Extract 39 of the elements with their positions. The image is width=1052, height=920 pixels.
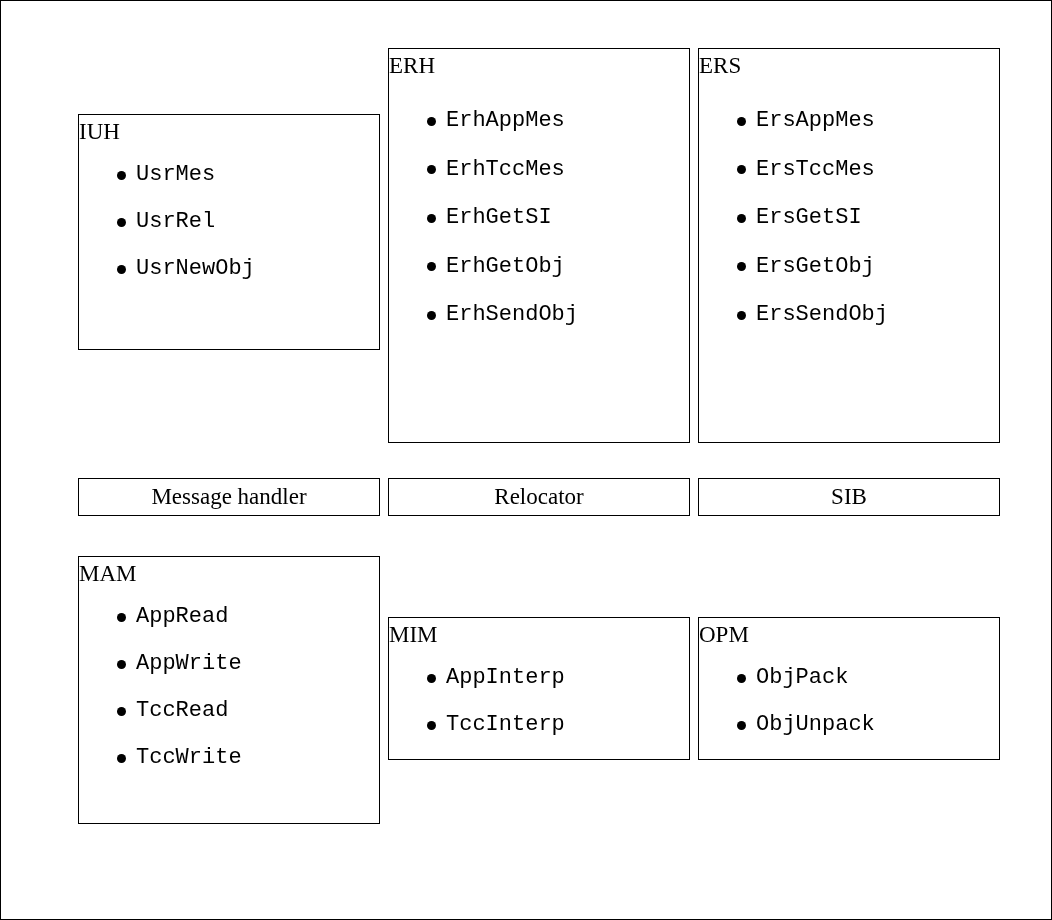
function-name: TccInterp	[446, 712, 565, 738]
function-name: TccRead	[136, 698, 229, 724]
function-name: AppWrite	[136, 651, 242, 677]
function-name: UsrRel	[136, 209, 216, 235]
function-name: ErsGetObj	[756, 253, 875, 280]
function-name: ErhSendObj	[446, 302, 579, 328]
module-title: ERS	[699, 53, 742, 79]
module-title: MIM	[389, 622, 438, 648]
module-title: OPM	[699, 622, 749, 648]
component-name: Relocator	[494, 484, 584, 510]
component-box	[698, 478, 1000, 516]
module-box	[698, 617, 1000, 760]
function-name: ObjUnpack	[756, 712, 875, 738]
module-box	[78, 556, 380, 824]
function-name: TccWrite	[136, 745, 242, 771]
function-name: ErhAppMes	[446, 108, 565, 134]
module-title: ERH	[389, 53, 435, 79]
module-box	[698, 48, 1000, 443]
function-name: ErsTccMes	[756, 156, 875, 183]
module-title: MAM	[79, 561, 137, 587]
function-name: ErsGetSI	[756, 205, 862, 231]
function-name: ErhGetObj	[446, 253, 565, 280]
module-title: IUH	[79, 119, 120, 145]
module-box	[388, 48, 690, 443]
function-name: AppRead	[136, 604, 229, 630]
function-name: UsrMes	[136, 162, 216, 188]
component-box	[78, 478, 380, 516]
component-name: Message handler	[151, 484, 307, 510]
component-name: SIB	[831, 484, 867, 510]
function-name: ErhGetSI	[446, 205, 552, 231]
component-box	[388, 478, 690, 516]
module-box	[78, 114, 380, 350]
module-box	[388, 617, 690, 760]
function-name: ErsAppMes	[756, 108, 875, 134]
function-name: AppInterp	[446, 665, 565, 691]
function-name: ErhTccMes	[446, 156, 565, 183]
function-name: ObjPack	[756, 665, 849, 691]
function-name: ErsSendObj	[756, 302, 889, 328]
function-name: UsrNewObj	[136, 256, 255, 282]
